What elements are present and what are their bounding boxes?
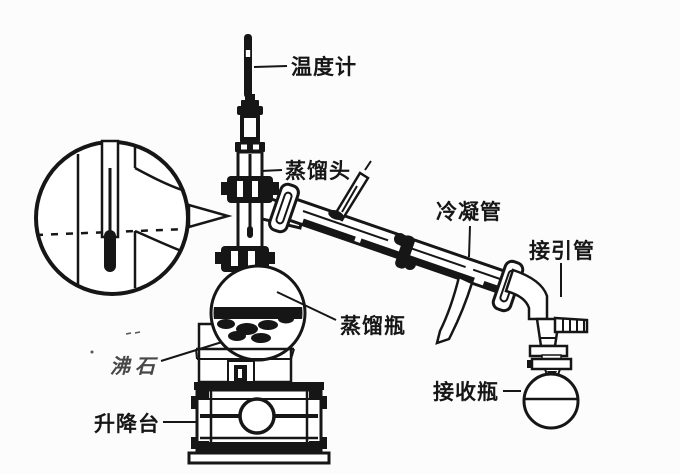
label-still-head: 蒸馏头 (285, 159, 351, 183)
upper-joint-clamp (221, 176, 279, 203)
magnifier-pointer (187, 203, 233, 229)
boiling-stones (213, 307, 303, 343)
leader-condenser (468, 225, 471, 258)
water-inlet-tube (328, 160, 372, 222)
leader-still-head (260, 169, 283, 172)
distillation-flask (209, 264, 307, 362)
still-head (215, 150, 279, 272)
label-lifting-platform: 升降台 (94, 412, 160, 436)
thermometer-adapter (235, 94, 265, 152)
hose-barb (553, 316, 589, 334)
label-distillation-flask: 蒸馏瓶 (340, 314, 406, 338)
leader-distillation-flask (276, 291, 337, 321)
thermometer (244, 34, 252, 98)
flask-cap (527, 344, 573, 371)
joint-clip-left (268, 182, 300, 234)
mantle-rim (195, 347, 295, 383)
label-boiling-stones: 沸石 (110, 355, 160, 378)
lab-jack (187, 382, 331, 465)
label-thermometer: 温度计 (291, 55, 357, 79)
delivery-adapter (504, 268, 589, 382)
label-receiving-flask: 接收瓶 (433, 380, 499, 404)
label-delivery-adapter: 接引管 (529, 239, 595, 263)
magnifier-inset (34, 139, 190, 296)
leader-boiling-stones (160, 341, 223, 362)
label-condenser: 冷凝管 (436, 200, 502, 224)
water-outlet-tube (435, 275, 474, 345)
receiving-flask (522, 372, 580, 430)
labels: 温度计 蒸馏头 冷凝管 接引管 蒸馏瓶 沸石 接收瓶 升降台 (90, 55, 595, 436)
leader-thermometer (253, 65, 288, 68)
jack-knob (238, 397, 276, 435)
inset-thermometer-bulb (104, 230, 116, 272)
condenser-clamp (394, 233, 416, 270)
